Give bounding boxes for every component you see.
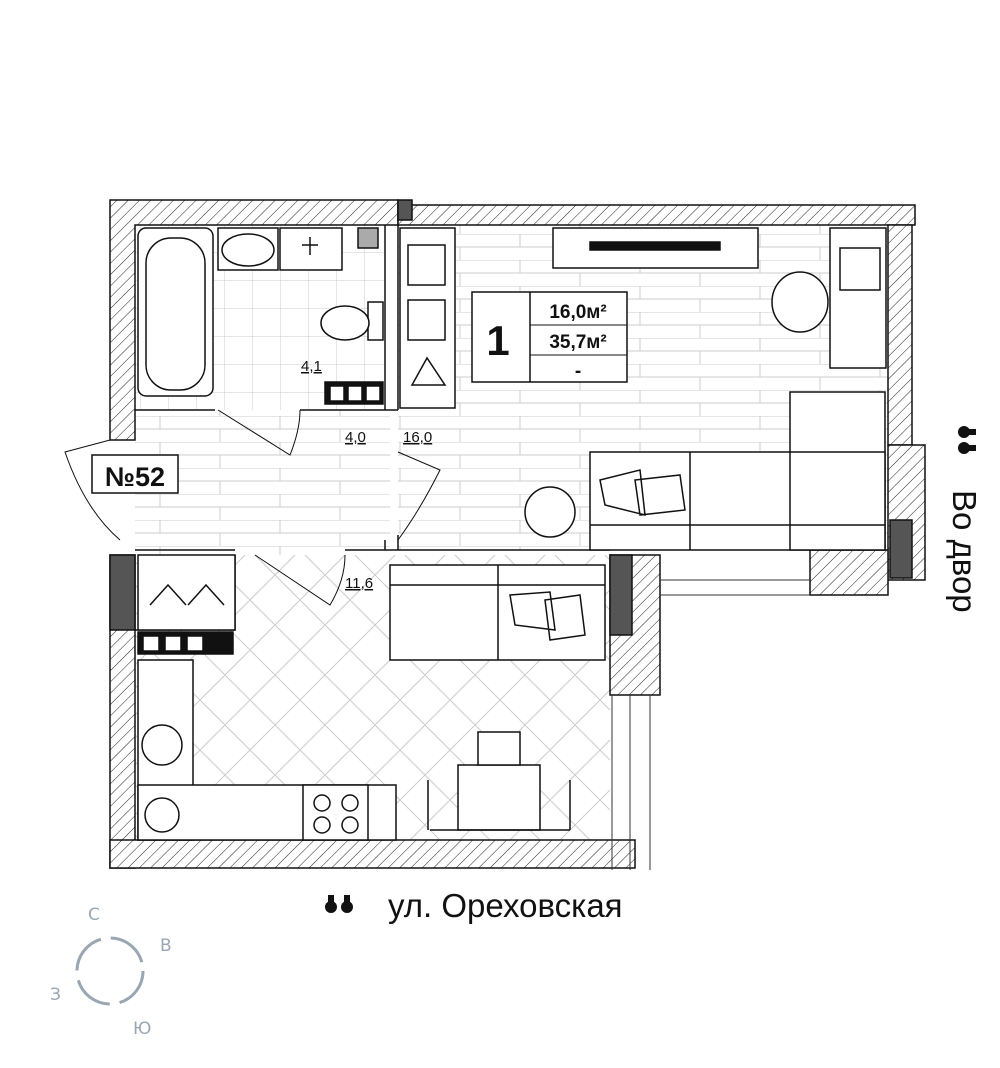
balcony-area: - bbox=[575, 361, 581, 382]
kitchen-sink bbox=[141, 724, 183, 766]
walls bbox=[109, 199, 926, 870]
living-area: 16,0м² bbox=[549, 302, 606, 323]
toilet-tank bbox=[367, 301, 384, 341]
street-view-label: ул. Ореховская bbox=[388, 887, 623, 924]
apartment-number: №52 bbox=[105, 462, 165, 492]
tv bbox=[589, 241, 721, 251]
compass-west: З bbox=[50, 985, 61, 1005]
compass-south: Ю bbox=[133, 1019, 151, 1039]
doors bbox=[64, 409, 441, 606]
stove bbox=[302, 784, 369, 841]
washing-machine bbox=[144, 797, 180, 833]
apartment-info-box: 1 16,0м² 35,7м² - bbox=[471, 291, 628, 383]
plant bbox=[524, 486, 576, 538]
hall-area: 4,0 bbox=[345, 429, 366, 446]
kitchen-area: 11,6 bbox=[345, 575, 373, 592]
binoculars-icon bbox=[325, 895, 353, 913]
living-room-furniture bbox=[524, 227, 887, 551]
kitchen-furniture bbox=[137, 554, 606, 841]
wardrobe bbox=[399, 227, 456, 409]
bathroom-fixtures bbox=[137, 227, 384, 405]
laptop bbox=[839, 247, 881, 291]
toilet bbox=[320, 305, 370, 341]
total-area: 35,7м² bbox=[549, 332, 606, 353]
bathroom-area: 4,1 bbox=[301, 358, 322, 375]
rooms-count: 1 bbox=[486, 317, 509, 364]
chair bbox=[771, 271, 829, 333]
apartment-number-box bbox=[91, 454, 179, 494]
compass-north: С bbox=[88, 905, 100, 925]
compass: С В Ю З bbox=[50, 905, 172, 1039]
dining-table bbox=[457, 764, 541, 831]
courtyard-view-label: Во двор bbox=[946, 490, 983, 613]
compass-east: В bbox=[160, 936, 172, 956]
binoculars-icon bbox=[958, 426, 976, 454]
living-room-area: 16,0 bbox=[403, 429, 432, 446]
sink bbox=[221, 233, 275, 267]
